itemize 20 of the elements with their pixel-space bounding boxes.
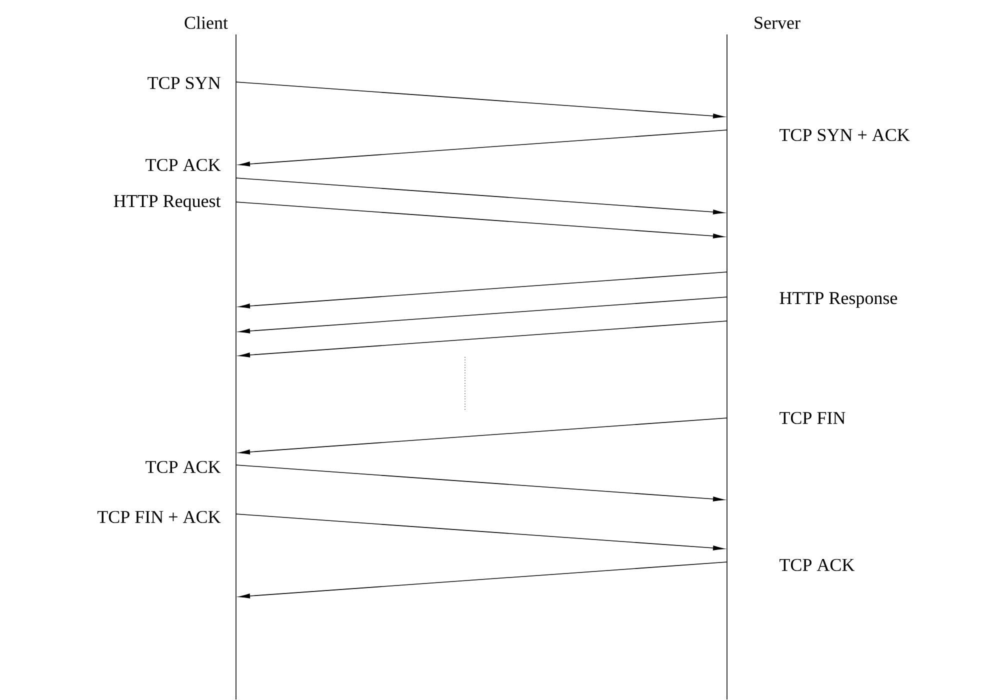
message-label: TCP FIN: [780, 412, 846, 424]
arrow: [236, 464, 724, 502]
arrow: [238, 130, 728, 166]
arrow: [238, 418, 728, 454]
message-label: TCP ACK: [780, 558, 855, 572]
arrow: [238, 562, 728, 598]
message-label: TCP SYN: [148, 76, 220, 90]
message-label: HTTP Request: [114, 195, 221, 211]
message-label: TCP ACK: [146, 158, 221, 172]
arrow: [236, 202, 724, 238]
arrow: [236, 82, 724, 118]
arrow: [238, 296, 728, 334]
arrow: [238, 272, 728, 308]
arrow: [236, 514, 724, 550]
message-label: TCP ACK: [146, 460, 221, 474]
message-label: HTTP Response: [780, 292, 898, 308]
arrow: [238, 320, 728, 358]
arrow: [236, 178, 724, 214]
message-label: TCP SYN + ACK: [780, 128, 910, 142]
message-label: TCP FIN + ACK: [97, 510, 221, 524]
